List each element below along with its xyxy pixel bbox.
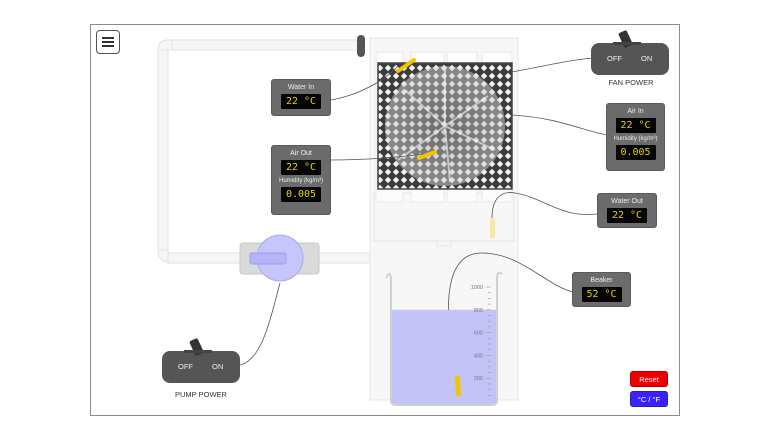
temperature-readout: 22 °C [281,94,321,109]
temperature-readout: 22 °C [281,160,321,175]
sensor-title: Air Out [290,150,312,157]
scale-label: 1000 [471,285,483,291]
temperature-readout: 22 °C [615,118,656,133]
sensor-title: Beaker [590,277,613,284]
fan [377,62,513,190]
sensor-water-in: Water In 22 °C [271,79,331,116]
wire-fan-power [511,57,594,73]
pump-on-label: ON [212,362,224,371]
pump-inlet [249,252,287,265]
temperature-readout: 22 °C [607,208,647,223]
probe-water-out[interactable] [490,218,495,238]
pump-off-label: OFF [178,362,193,371]
humidity-label: Humidity (kg/m³) [278,178,323,184]
sensor-air-in: Air In 22 °C Humidity (kg/m³) 0.005 [606,103,665,171]
probe-air-out[interactable] [417,150,437,160]
probe-beaker[interactable] [454,375,462,397]
humidity-readout: 0.005 [281,187,321,202]
wire-pump-power [239,282,281,366]
fan-off-label: OFF [607,54,622,63]
pipe-left-segment [157,49,169,251]
beaker-scale: 1000 800 600 400 200 [471,285,491,396]
sensor-title: Water Out [611,198,643,205]
pump-power-switch[interactable]: OFF ON [162,337,240,383]
scale-label: 600 [474,331,483,337]
pipe-valve-cap [357,35,365,57]
scale-label: 800 [474,308,483,314]
humidity-label: Humidity (kg/m³) [613,136,658,142]
pump [239,234,320,282]
wire-air-in [511,114,608,136]
humidity-readout: 0.005 [615,145,656,160]
wire-water-in [330,65,399,101]
fan-on-label: ON [641,54,653,63]
scale-label: 200 [474,376,483,382]
temperature-readout: 52 °C [581,287,622,302]
sensor-title: Air In [627,108,644,115]
sensor-water-out: Water Out 22 °C [597,193,657,228]
fan-blade-lines [397,70,496,183]
fan-power-switch[interactable]: OFF ON [591,29,669,75]
reset-button[interactable]: Reset [630,371,668,387]
fan-power-caption: FAN POWER [608,78,654,87]
beaker: 1000 800 600 400 200 [385,271,503,406]
sensor-title: Water In [287,84,315,91]
tower-drip-outlet [436,240,452,247]
wire-air-out [330,153,426,161]
sensor-air-out: Air Out 22 °C Humidity (kg/m³) 0.005 [271,145,331,215]
units-toggle-button[interactable]: °C / °F [630,391,668,407]
scale-label: 400 [474,353,483,359]
pipe-top-segment [167,39,363,51]
beaker-water [391,309,497,404]
hamburger-menu-icon [102,37,114,39]
beaker-glass [385,271,503,406]
pipe-top-elbow [157,39,173,51]
menu-button[interactable] [96,30,120,54]
pump-power-caption: PUMP POWER [175,390,227,399]
probe-water-in[interactable] [396,58,416,73]
wire-water-out [491,192,598,219]
sensor-beaker: Beaker 52 °C [572,272,631,307]
